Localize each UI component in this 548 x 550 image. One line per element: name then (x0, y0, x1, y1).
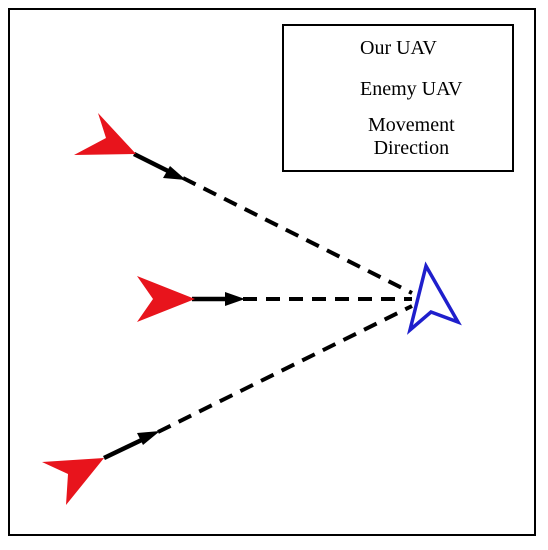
legend-movement-label: Movement Direction (368, 114, 455, 160)
legend-movement-line2: Direction (373, 137, 450, 159)
movement-arrow-bottom (103, 431, 160, 461)
our-uav-bottom (42, 458, 104, 505)
dashed-path-bottom (157, 304, 413, 434)
our-uav-top (74, 113, 136, 155)
legend-box: Our UAV Enemy UAV Movement Direction (282, 24, 514, 172)
dashed-path-top (182, 176, 413, 295)
legend-enemy-uav-label: Enemy UAV (360, 78, 463, 100)
legend-our-uav-label: Our UAV (360, 37, 437, 59)
movement-arrow-middle (192, 292, 245, 306)
legend-movement-line1: Movement (368, 114, 455, 136)
enemy-uav (406, 261, 462, 335)
our-uav-middle (137, 276, 195, 322)
movement-arrow-top (132, 151, 186, 180)
